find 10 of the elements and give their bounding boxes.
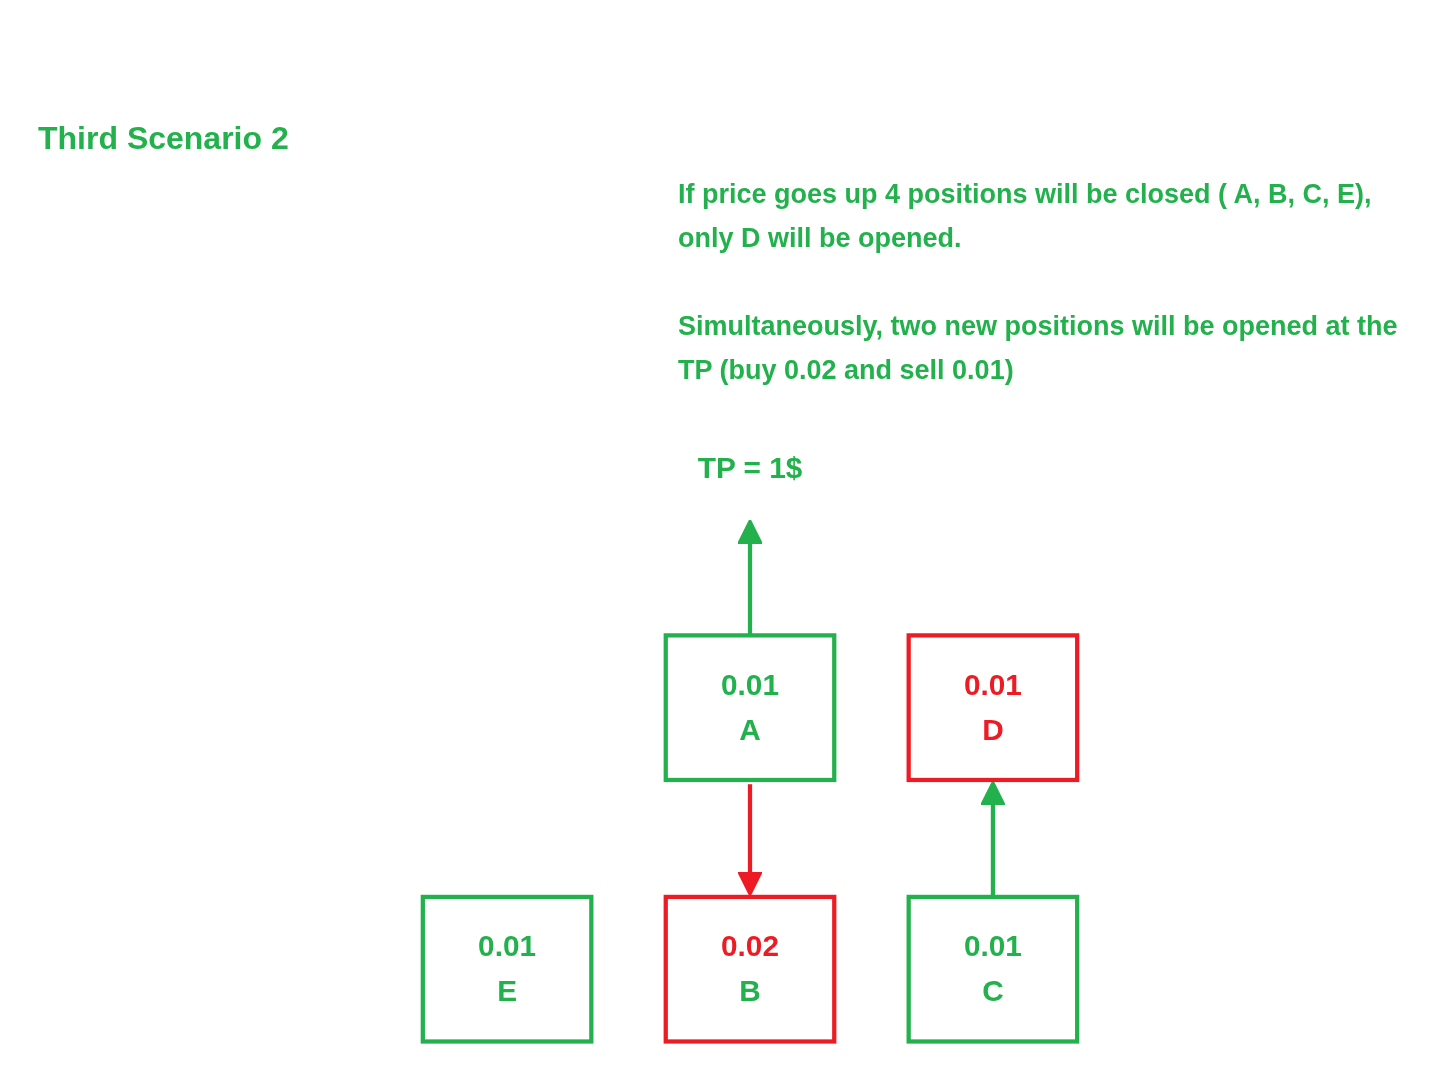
node-box: 0.01 A — [663, 633, 837, 783]
node-box: 0.01 C — [906, 894, 1080, 1044]
note-text: If price goes up 4 positions will be closed ( A, B, C, E), only D will be opened. — [678, 178, 1373, 255]
note-text: Simultaneously, two new positions will be opened at the TP (buy 0.02 and sell 0.01) — [678, 310, 1399, 387]
node-box: 0.02 B — [663, 894, 837, 1044]
node-box: 0.01 D — [906, 633, 1080, 783]
arrow — [980, 780, 1006, 897]
node-box: 0.01 E — [420, 894, 594, 1044]
node-text: TP = 1$ — [697, 451, 803, 485]
diagram-title: Third Scenario 2 — [38, 120, 289, 157]
